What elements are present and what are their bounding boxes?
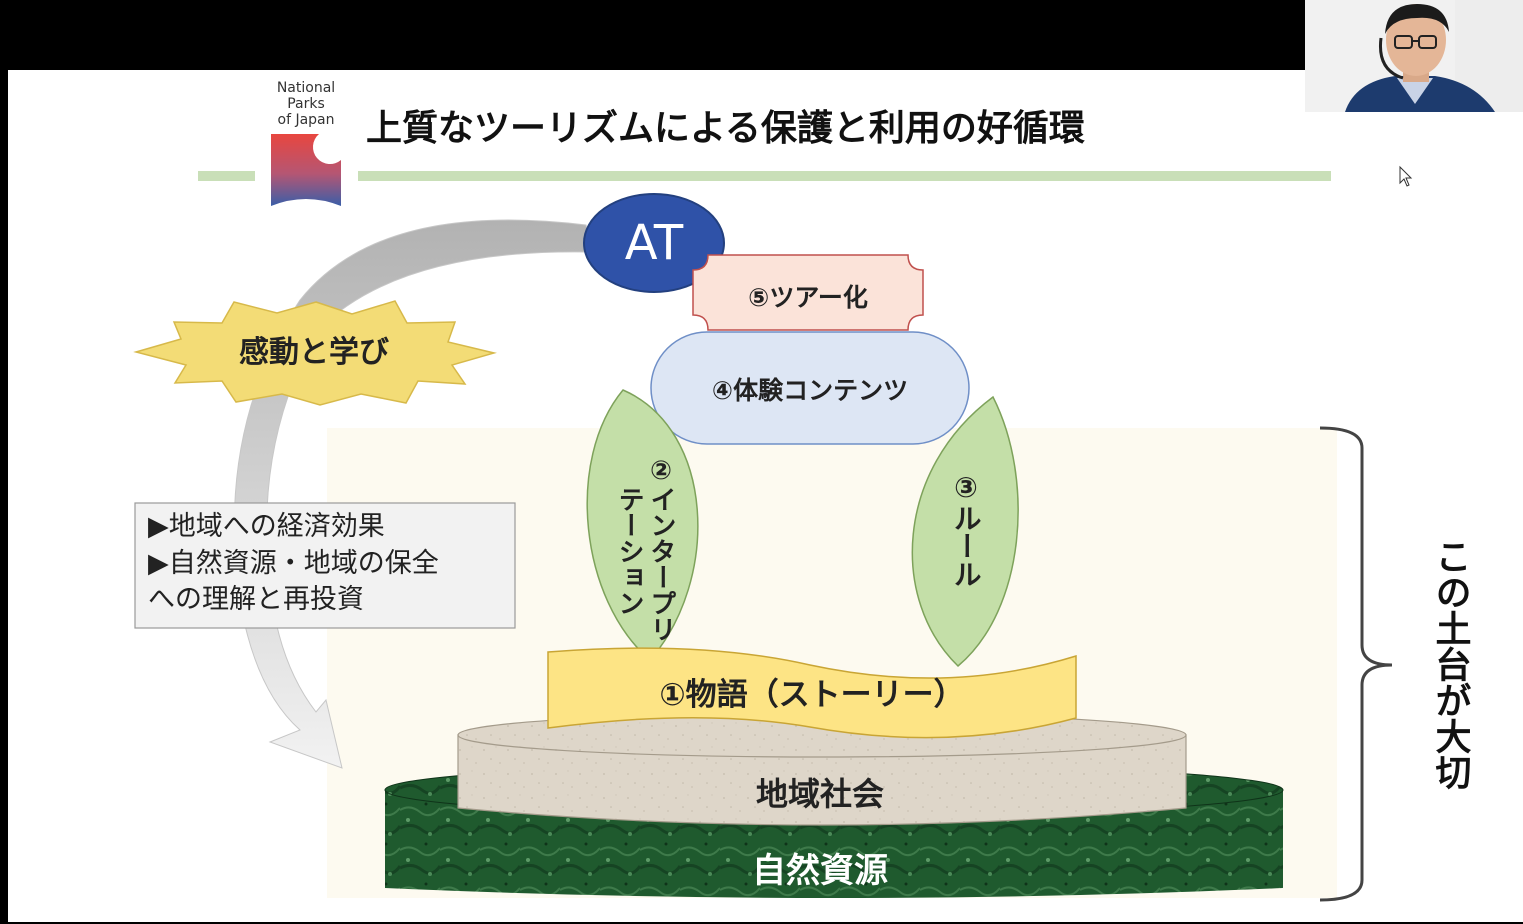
effects-line-1: ▶地域への経済効果: [148, 511, 385, 542]
national-parks-logo: National Parks of Japan: [271, 80, 341, 206]
slide-title: 上質なツーリズムによる保護と利用の好循環: [366, 107, 1085, 149]
rule-label: ③ルール: [950, 471, 983, 588]
experience-label: ④体験コンテンツ: [712, 376, 908, 405]
logo-line-2: Parks: [287, 96, 325, 112]
presenter-webcam: [1305, 0, 1523, 112]
effects-box: [134, 502, 516, 629]
foundation-note: この土台が大切: [1430, 538, 1472, 790]
mouse-cursor-icon: [1399, 165, 1413, 187]
kando-starburst: [133, 300, 497, 406]
effects-line-2: ▶自然資源・地域の保全: [148, 548, 439, 579]
kando-label: 感動と学び: [239, 335, 389, 370]
interpretation-label-col2: テーション: [614, 486, 644, 616]
story-label: ①物語（ストーリー）: [659, 677, 964, 713]
foundation-brace: [1319, 426, 1393, 902]
effects-line-3: への理解と再投資: [148, 584, 364, 615]
at-label: AT: [625, 215, 684, 271]
tour-label: ⑤ツアー化: [748, 283, 868, 312]
story-banner: [547, 647, 1077, 739]
community-cylinder-body: [457, 734, 1187, 826]
community-label: 地域社会: [756, 775, 884, 813]
nature-label: 自然資源: [752, 851, 888, 891]
rule-leaf: [911, 395, 1019, 668]
logo-line-1: National: [277, 80, 335, 96]
tour-tab: [692, 254, 924, 331]
experience-pill: [650, 331, 970, 445]
presenter-avatar-icon: [1305, 0, 1523, 112]
interpretation-label-col1: ②インタープリ: [646, 456, 676, 642]
title-rule-left: [198, 171, 255, 181]
logo-emblem-icon: [271, 134, 341, 206]
top-black-bar: [0, 0, 1305, 70]
logo-line-3: of Japan: [278, 112, 335, 128]
title-rule-right: [358, 171, 1331, 181]
at-ellipse: [583, 193, 725, 293]
